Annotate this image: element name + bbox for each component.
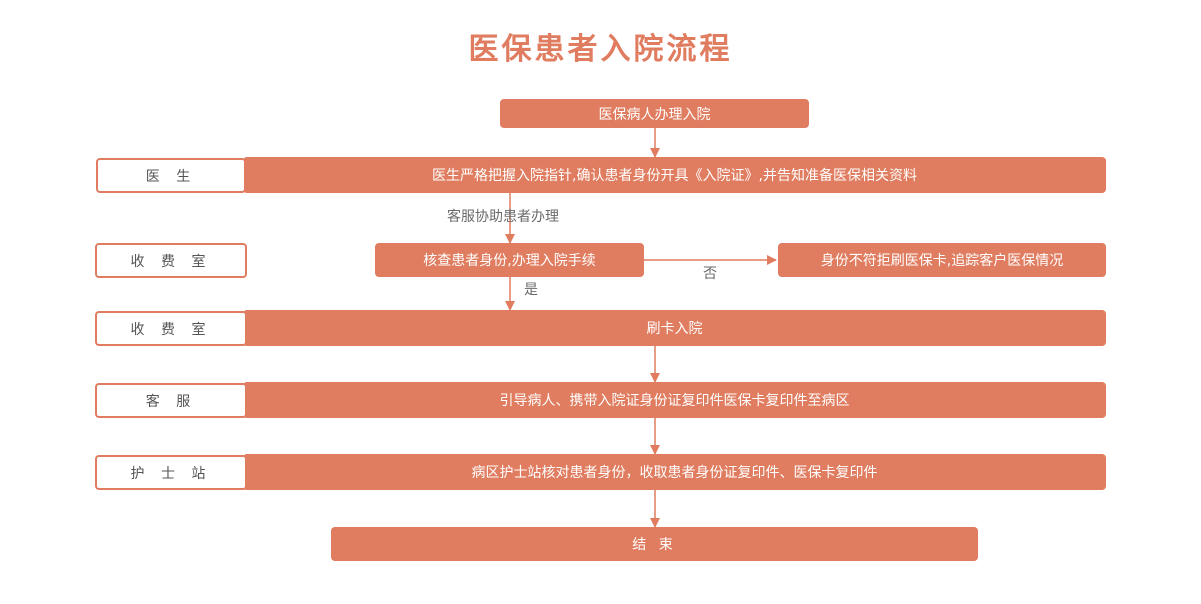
node-doctor-step: 医生严格把握入院指针,确认患者身份开具《入院证》,并告知准备医保相关资料 (243, 157, 1106, 193)
role-cashier-2: 收 费 室 (95, 311, 247, 346)
node-guide: 引导病人、携带入院证身份证复印件医保卡复印件至病区 (243, 382, 1106, 418)
node-nurse-step: 病区护士站核对患者身份，收取患者身份证复印件、医保卡复印件 (243, 454, 1106, 490)
role-nurse: 护 士 站 (95, 455, 247, 490)
node-verify: 核查患者身份,办理入院手续 (375, 243, 644, 277)
page-title: 医保患者入院流程 (468, 32, 733, 67)
node-end: 结 束 (331, 527, 978, 561)
role-cashier-1: 收 费 室 (95, 243, 247, 278)
role-service: 客 服 (95, 383, 247, 418)
label-assist: 客服协助患者办理 (447, 209, 559, 225)
node-start: 医保病人办理入院 (500, 99, 809, 128)
label-yes: 是 (524, 282, 538, 298)
role-doctor: 医 生 (96, 158, 246, 193)
label-no: 否 (703, 266, 717, 282)
node-reject: 身份不符拒刷医保卡,追踪客户医保情况 (778, 243, 1106, 277)
node-swipe: 刷卡入院 (243, 310, 1106, 346)
